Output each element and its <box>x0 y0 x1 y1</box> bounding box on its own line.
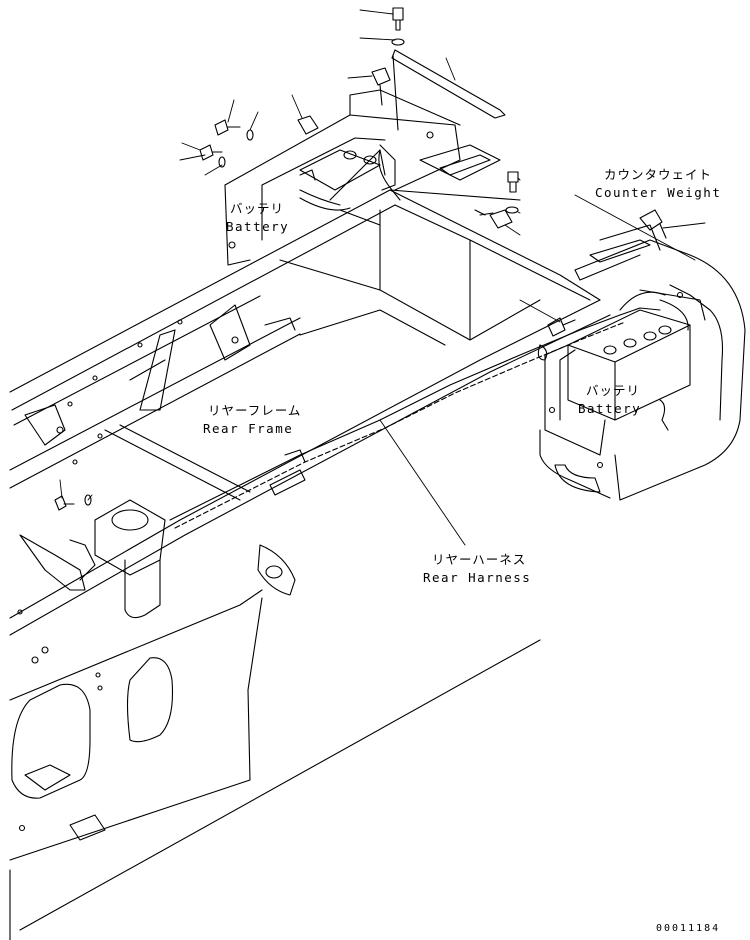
counter-weight-label-en: Counter Weight <box>595 185 722 200</box>
rear-frame-outline <box>9 189 611 940</box>
battery-right-label-en: Battery <box>578 401 642 416</box>
battery-right-label-ja: バッテリ <box>586 383 641 398</box>
rear-frame-label-en: Rear Frame <box>203 421 294 436</box>
battery-left-label-en: Battery <box>226 219 290 234</box>
counter-weight-body <box>539 224 746 501</box>
counter-weight-label-ja: カウンタウェイト <box>604 167 713 182</box>
rear-harness-label-ja: リヤーハーネス <box>432 552 527 567</box>
leader-lines <box>59 9 706 546</box>
rear-harness-cable <box>169 307 661 529</box>
drawing-number: 00011184 <box>656 923 721 934</box>
bolt-parts <box>54 7 667 511</box>
lower-left-mount <box>11 499 296 841</box>
battery-box-left <box>224 49 506 266</box>
rear-harness-label-en: Rear Harness <box>423 570 532 585</box>
battery-left-label-ja: バッテリ <box>230 201 285 216</box>
rear-frame-label-ja: リヤーフレーム <box>208 403 302 418</box>
